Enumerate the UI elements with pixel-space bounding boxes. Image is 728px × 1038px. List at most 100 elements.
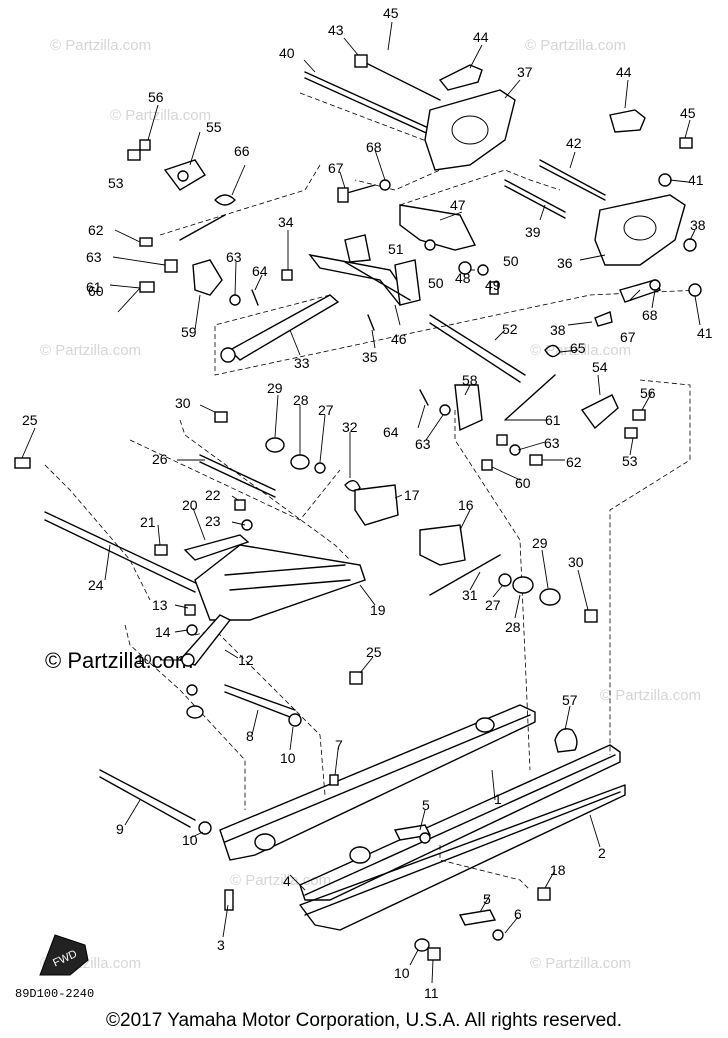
- middle-suspension-parts: [14, 344, 646, 911]
- callout-4: 4: [283, 873, 291, 889]
- callout-30: 30: [568, 554, 584, 570]
- callout-21: 21: [140, 514, 156, 530]
- callout-60: 60: [515, 475, 531, 491]
- callout-66: 66: [234, 143, 250, 159]
- callout-56: 56: [148, 89, 164, 105]
- callout-52: 52: [502, 321, 518, 337]
- callout-11: 11: [424, 985, 439, 1001]
- callout-36: 36: [557, 255, 573, 271]
- callout-46: 46: [391, 331, 407, 347]
- callout-59: 59: [181, 324, 197, 340]
- callout-61: 61: [86, 279, 102, 295]
- callout-48: 48: [455, 270, 471, 286]
- callout-60: 60: [88, 283, 104, 299]
- callout-7: 7: [335, 737, 343, 753]
- callout-39: 39: [525, 224, 541, 240]
- callout-53: 53: [622, 453, 638, 469]
- watermark: © Partzilla.com: [530, 955, 631, 972]
- watermark: © Partzilla.com: [50, 37, 151, 54]
- leader-lines: [21, 21, 701, 984]
- callout-23: 23: [205, 513, 221, 529]
- callout-65: 65: [570, 340, 586, 356]
- callout-57: 57: [562, 692, 578, 708]
- callout-44: 44: [616, 64, 632, 80]
- callout-50: 50: [503, 253, 519, 269]
- callout-24: 24: [88, 577, 104, 593]
- callout-61: 61: [545, 412, 561, 428]
- callout-6: 6: [514, 906, 522, 922]
- watermark: © Partzilla.com: [230, 872, 331, 889]
- callout-10: 10: [182, 832, 198, 848]
- callout-43: 43: [328, 22, 344, 38]
- callout-68: 68: [642, 307, 658, 323]
- callout-47: 47: [450, 197, 466, 213]
- callout-68: 68: [366, 139, 382, 155]
- callout-55: 55: [206, 119, 222, 135]
- callout-2: 2: [598, 845, 606, 861]
- callout-28: 28: [293, 392, 309, 408]
- callout-62: 62: [566, 454, 582, 470]
- callout-37: 37: [517, 64, 533, 80]
- callout-62: 62: [88, 222, 104, 238]
- lower-hardware: [393, 824, 551, 961]
- callout-63: 63: [415, 436, 431, 452]
- callout-63: 63: [86, 249, 102, 265]
- callout-28: 28: [505, 619, 521, 635]
- callout-38: 38: [550, 322, 566, 338]
- forward-arrow-icon: FWD: [39, 934, 89, 976]
- callout-16: 16: [458, 497, 474, 513]
- callout-9: 9: [116, 821, 124, 837]
- callout-58: 58: [462, 372, 478, 388]
- callout-18: 18: [550, 862, 566, 878]
- callout-41: 41: [688, 172, 704, 188]
- callout-27: 27: [318, 402, 334, 418]
- callout-45: 45: [383, 5, 399, 21]
- callout-22: 22: [205, 487, 221, 503]
- callout-64: 64: [383, 424, 399, 440]
- callout-25: 25: [22, 412, 38, 428]
- callout-64: 64: [252, 263, 268, 279]
- callout-5: 5: [483, 891, 491, 907]
- callout-35: 35: [362, 349, 378, 365]
- callout-8: 8: [246, 728, 254, 744]
- callout-32: 32: [342, 419, 358, 435]
- watermark: © Partzilla.com: [110, 107, 211, 124]
- callout-1: 1: [494, 791, 502, 807]
- callout-29: 29: [532, 535, 548, 551]
- callout-27: 27: [485, 597, 501, 613]
- watermark: © Partzilla.com: [600, 687, 701, 704]
- callout-19: 19: [370, 602, 386, 618]
- callout-41: 41: [697, 325, 713, 341]
- rail-assembly: [219, 704, 626, 931]
- callout-10: 10: [280, 750, 296, 766]
- callout-40: 40: [279, 45, 295, 61]
- callout-49: 49: [485, 277, 501, 293]
- callout-26: 26: [152, 451, 168, 467]
- callout-45: 45: [680, 105, 696, 121]
- callout-38: 38: [690, 217, 706, 233]
- callout-67: 67: [328, 160, 344, 176]
- callout-10: 10: [136, 651, 152, 667]
- watermark-dark: © Partzilla.com: [45, 648, 193, 673]
- callout-56: 56: [640, 385, 656, 401]
- callout-20: 20: [182, 497, 198, 513]
- callout-33: 33: [294, 355, 310, 371]
- callout-67: 67: [620, 329, 636, 345]
- callout-31: 31: [462, 587, 478, 603]
- callout-53: 53: [108, 175, 124, 191]
- callout-14: 14: [155, 624, 171, 640]
- callout-25: 25: [366, 644, 382, 660]
- callout-34: 34: [278, 214, 294, 230]
- callout-51: 51: [388, 241, 404, 257]
- watermark: © Partzilla.com: [525, 37, 626, 54]
- copyright-notice: ©2017 Yamaha Motor Corporation, U.S.A. A…: [106, 1010, 622, 1031]
- callout-54: 54: [592, 359, 608, 375]
- callout-29: 29: [267, 380, 283, 396]
- callout-44: 44: [473, 29, 489, 45]
- upper-mount-parts: [127, 54, 702, 383]
- callout-5: 5: [422, 797, 430, 813]
- part-callouts: 1 2 3 4 5 5 6 7 8 9 10 10 10 10 11 12 13…: [22, 5, 713, 1001]
- callout-63: 63: [226, 249, 242, 265]
- callout-30: 30: [175, 395, 191, 411]
